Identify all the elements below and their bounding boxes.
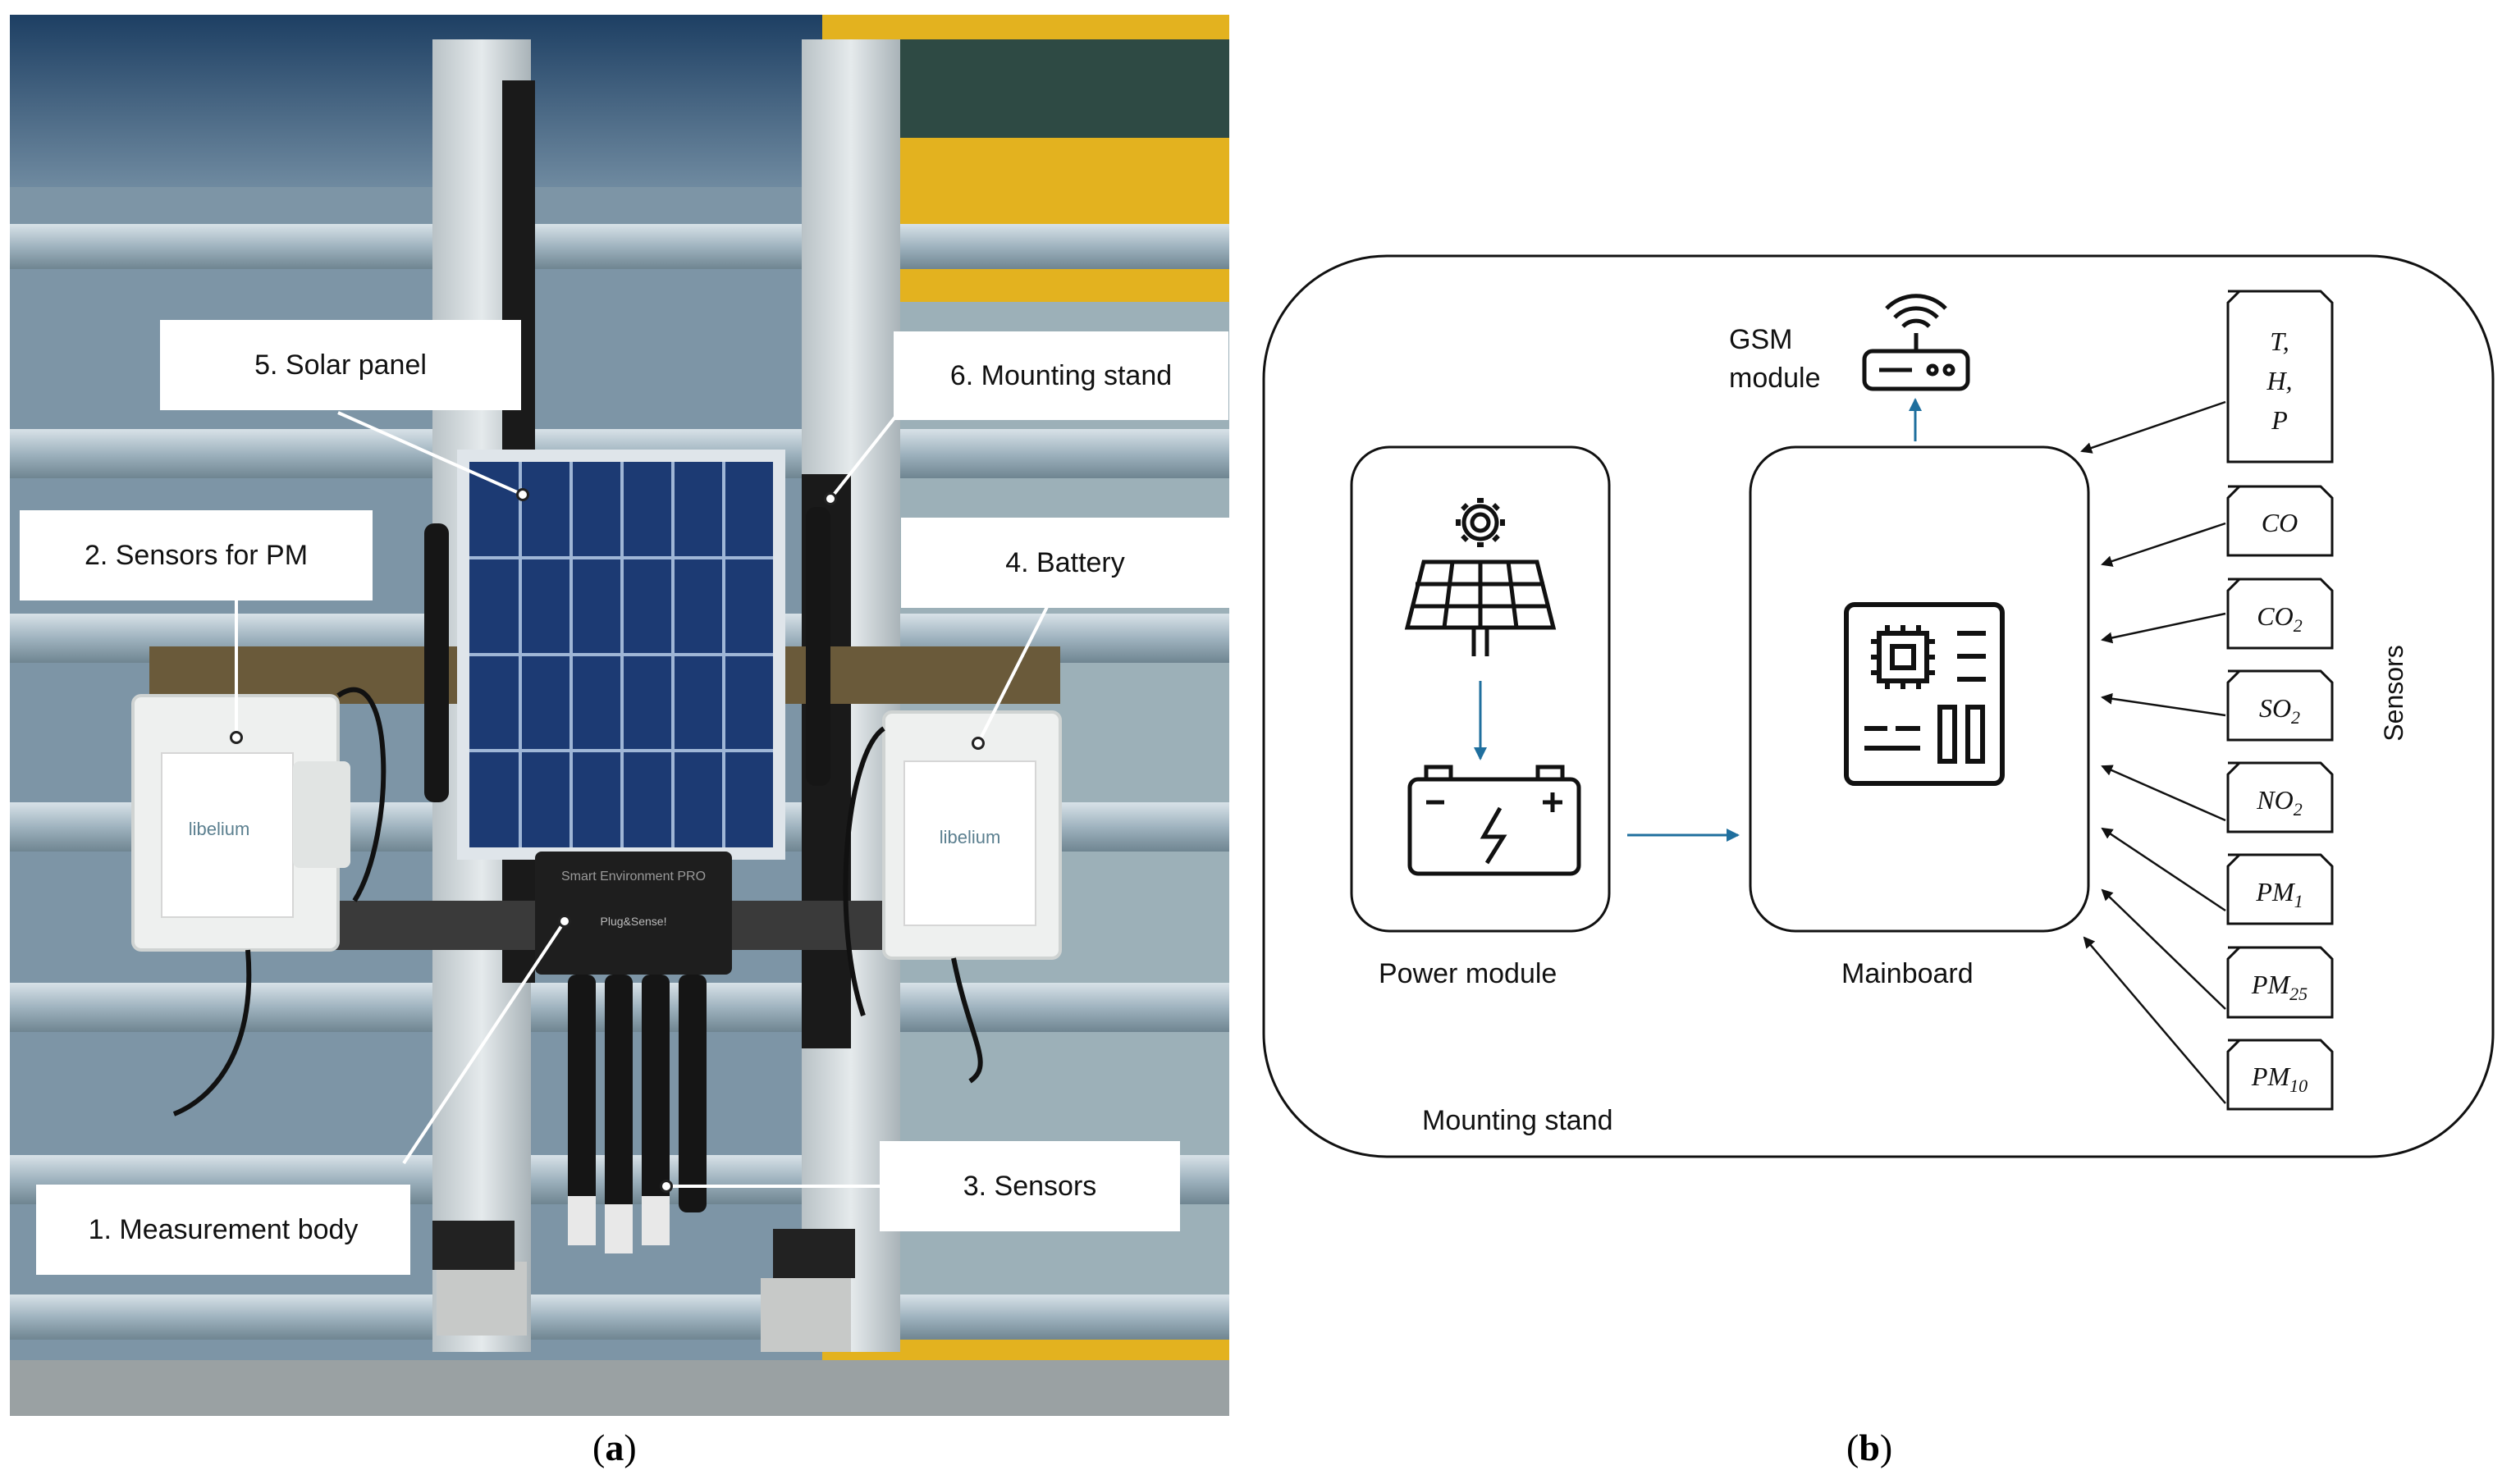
cables	[172, 687, 983, 1116]
measurement-body: Smart Environment PRO Plug&Sense!	[535, 852, 732, 975]
sensor-no2-label: NO2	[2256, 785, 2302, 820]
sensor-co2-label: CO2	[2257, 601, 2302, 636]
sensor-tag-pm1	[2226, 853, 2334, 925]
power-module-label: Power module	[1379, 958, 1557, 989]
battery-icon	[1407, 765, 1581, 876]
photo-illustration: Smart Environment PRO Plug&Sense! libeli…	[10, 15, 1229, 1416]
battery-box: libelium	[882, 710, 1062, 960]
solar-panel-marker	[516, 488, 529, 501]
sensor-tag-thp	[2226, 290, 2334, 463]
sensors-marker	[660, 1180, 673, 1193]
sensor-pm1-label: PM1	[2255, 877, 2303, 911]
pm-sensor-marker	[230, 731, 243, 744]
callout-sensors-pm: 2. Sensors for PM	[20, 510, 373, 600]
sensor-pm25-label: PM25	[2251, 970, 2308, 1004]
sun-gear-icon	[1456, 498, 1505, 547]
callout-solar-panel: 5. Solar panel	[160, 320, 521, 410]
sensor-pm10-label: PM10	[2251, 1062, 2308, 1096]
callout-mounting-stand: 6. Mounting stand	[894, 331, 1228, 420]
sensors-group-label: Sensors	[2379, 645, 2408, 741]
sensor-tags	[2226, 290, 2334, 1111]
battery-marker	[972, 737, 985, 750]
callout-battery: 4. Battery	[901, 518, 1229, 608]
sensor-co-label: CO	[2262, 508, 2298, 537]
sensor-tag-co2	[2226, 578, 2334, 650]
measurement-body-marker	[558, 915, 571, 928]
power-module-box	[1350, 445, 1611, 933]
sensor-probes	[568, 975, 707, 1253]
callout-measurement-body: 1. Measurement body	[36, 1185, 410, 1275]
mounting-stand-marker	[824, 492, 837, 505]
pm-sensor-box: libelium	[131, 694, 350, 952]
sensor-tag-no2	[2226, 761, 2334, 833]
chip-board-icon	[1844, 602, 2005, 786]
gsm-label-line2: module	[1729, 363, 1821, 394]
left-box-brand: libelium	[189, 819, 250, 839]
solar-panel	[457, 450, 785, 860]
mounting-stand-container	[1262, 254, 2495, 1158]
sensor-thp-line2: H,	[2266, 366, 2292, 395]
caption-a: (a)	[592, 1427, 637, 1468]
sensor-thp-line1: T,	[2270, 326, 2289, 356]
sensor-tag-co	[2226, 485, 2334, 557]
sensor-thp-line3: P	[2271, 405, 2288, 435]
wifi-router-icon	[1862, 294, 1970, 391]
device-photo: Smart Environment PRO Plug&Sense! libeli…	[10, 15, 1229, 1416]
sensor-tag-pm10	[2226, 1039, 2334, 1111]
sensor-tag-pm25	[2226, 946, 2334, 1019]
callout-sensors: 3. Sensors	[880, 1141, 1180, 1231]
mounting-stand-label: Mounting stand	[1422, 1105, 1613, 1136]
sensor-tag-so2	[2226, 669, 2334, 742]
device-plug-text: Plug&Sense!	[601, 915, 667, 928]
right-box-brand: libelium	[940, 827, 1001, 847]
solar-panel-icon	[1404, 559, 1557, 656]
sensor-arrows	[2080, 400, 2226, 1104]
caption-b: (b)	[1846, 1427, 1893, 1468]
sensor-so2-label: SO2	[2259, 693, 2300, 728]
device-model-text: Smart Environment PRO	[561, 870, 706, 884]
mainboard-label: Mainboard	[1841, 958, 1974, 989]
mainboard-box	[1749, 445, 2090, 933]
gsm-label-line1: GSM	[1729, 324, 1793, 355]
